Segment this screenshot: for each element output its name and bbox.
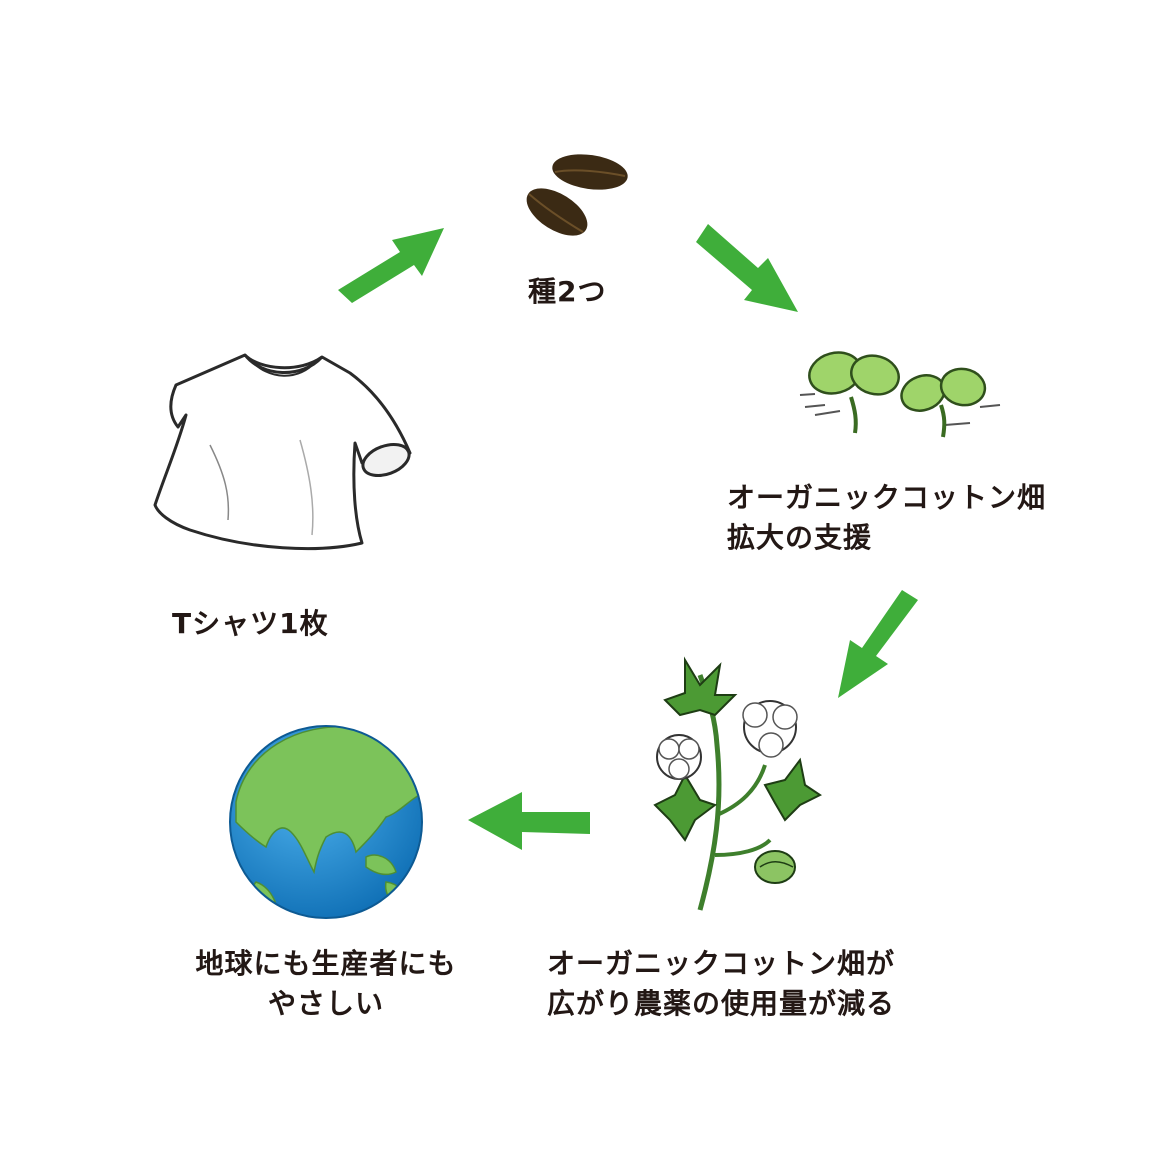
earth-label: 地球にも生産者にも やさしい — [176, 944, 476, 1024]
cotton-label-line2: 広がり農薬の使用量が減る — [547, 987, 896, 1020]
arrow-down-right-icon — [696, 224, 798, 312]
earth-label-line1: 地球にも生産者にも — [195, 947, 457, 980]
arrow-down-left-icon — [838, 590, 918, 698]
seeds-label-text: 種2つ — [528, 275, 607, 308]
cotton-plant-icon — [653, 656, 822, 911]
sprouts-label: オーガニックコットン畑 拡大の支援 — [727, 478, 1046, 558]
seeds-label: 種2つ — [528, 272, 606, 312]
tshirt-label: Tシャツ1枚 — [172, 604, 329, 644]
seeds-icon — [526, 154, 628, 236]
cotton-label: オーガニックコットン畑が 広がり農薬の使用量が減る — [547, 944, 895, 1024]
cotton-label-line1: オーガニックコットン畑が — [547, 947, 896, 980]
tshirt-icon — [153, 353, 412, 551]
sprouts-label-line2: 拡大の支援 — [727, 521, 873, 554]
earth-label-line2: やさしい — [267, 987, 384, 1020]
tshirt-label-text: Tシャツ1枚 — [172, 607, 329, 640]
arrow-left-icon — [468, 792, 590, 850]
sprouts-icon — [799, 351, 1001, 438]
sprouts-label-line1: オーガニックコットン畑 — [727, 481, 1047, 514]
arrow-up-right-icon — [338, 228, 444, 303]
earth-icon — [229, 725, 423, 919]
